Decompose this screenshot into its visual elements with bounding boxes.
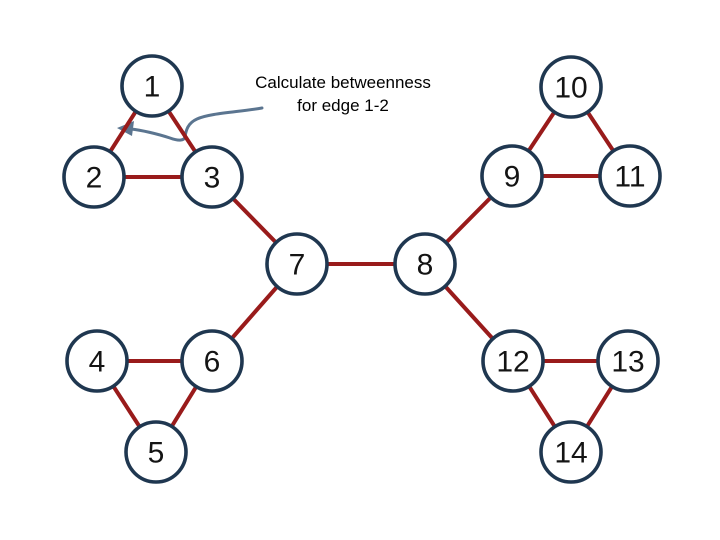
graph-node-3: 3 — [180, 145, 244, 209]
graph-node-12: 12 — [481, 329, 545, 393]
node-label-11: 11 — [614, 161, 645, 194]
node-circle-6 — [180, 329, 244, 393]
node-circle-3 — [180, 145, 244, 209]
graph-node-4: 4 — [65, 329, 129, 393]
node-circle-2 — [62, 145, 126, 209]
node-label-9: 9 — [504, 161, 521, 194]
graph-node-14: 14 — [539, 420, 603, 484]
node-circle-8 — [393, 232, 457, 296]
annotation-line1: Calculate betweenness — [255, 73, 431, 92]
graph-node-11: 11 — [598, 144, 662, 208]
graph-node-13: 13 — [596, 329, 660, 393]
node-circle-7 — [265, 232, 329, 296]
graph-node-8: 8 — [393, 232, 457, 296]
node-circle-4 — [65, 329, 129, 393]
node-label-3: 3 — [204, 162, 221, 195]
node-label-6: 6 — [204, 346, 221, 379]
graph-node-2: 2 — [62, 145, 126, 209]
node-label-4: 4 — [89, 346, 106, 379]
graph-node-6: 6 — [180, 329, 244, 393]
node-circle-1 — [120, 54, 184, 118]
graph-node-9: 9 — [480, 144, 544, 208]
node-label-5: 5 — [148, 437, 165, 470]
node-circle-12 — [481, 329, 545, 393]
graph-node-10: 10 — [539, 55, 603, 119]
node-circle-9 — [480, 144, 544, 208]
node-label-7: 7 — [289, 249, 306, 282]
annotation-line2: for edge 1-2 — [297, 96, 389, 115]
node-label-14: 14 — [554, 437, 587, 470]
node-label-10: 10 — [554, 72, 587, 105]
annotation-text: Calculate betweenness for edge 1-2 — [233, 71, 453, 117]
graph-node-5: 5 — [124, 420, 188, 484]
graph-node-1: 1 — [120, 54, 184, 118]
graph-node-7: 7 — [265, 232, 329, 296]
node-circle-5 — [124, 420, 188, 484]
node-circle-13 — [596, 329, 660, 393]
node-circle-11 — [598, 144, 662, 208]
node-label-13: 13 — [611, 346, 644, 379]
node-label-12: 12 — [496, 346, 529, 379]
node-circle-14 — [539, 420, 603, 484]
node-label-2: 2 — [86, 162, 103, 195]
node-circle-10 — [539, 55, 603, 119]
node-label-8: 8 — [417, 249, 434, 282]
node-label-1: 1 — [144, 71, 161, 104]
